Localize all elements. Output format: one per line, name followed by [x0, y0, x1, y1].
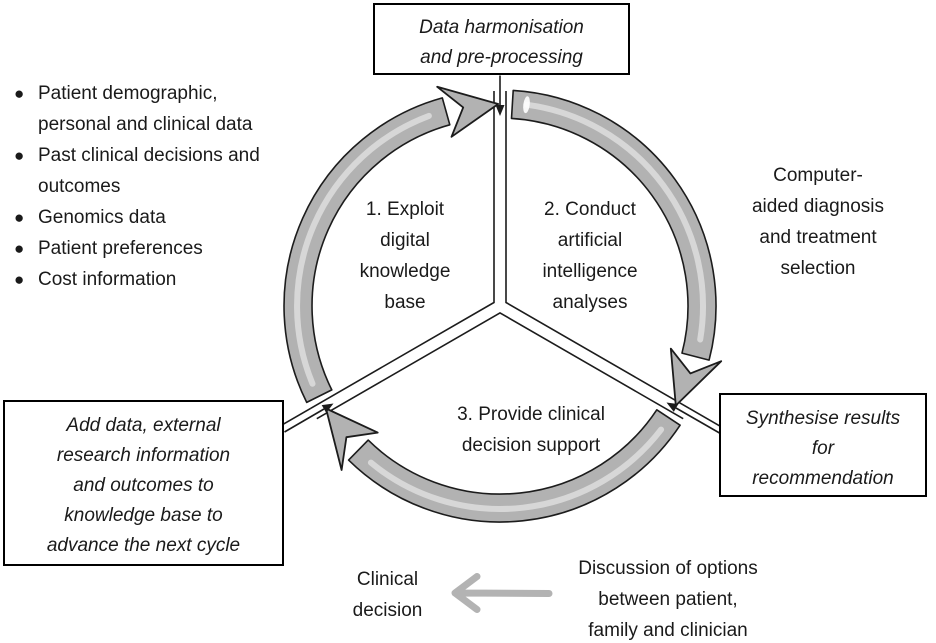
bullet-icon: ● — [14, 239, 25, 258]
segment-1-label: 1. Exploit digital knowledge base — [359, 199, 451, 313]
bullet-item-label: Cost information — [38, 269, 177, 290]
arrow-gleam-highlight — [346, 439, 360, 452]
list-item: ● Patient preferences — [10, 233, 325, 264]
bullet-item-label: Patient preferences — [38, 238, 203, 259]
clinical-decision-arrow-icon — [451, 573, 553, 613]
arrow-gleam-highlight — [686, 359, 703, 368]
bullet-icon: ● — [14, 270, 25, 289]
divider-spokes — [277, 91, 723, 428]
bullet-item-label: Genomics data — [38, 207, 166, 228]
bullet-icon: ● — [14, 208, 25, 227]
top-connector-arrow — [495, 75, 505, 116]
cycle-arrow-segment-3 — [325, 407, 681, 523]
add-data-box: Add data, external research information … — [3, 400, 284, 566]
input-data-bullet-list: ● Patient demographic, personal and clini… — [10, 78, 325, 295]
discussion-text: Discussion of options between patient, f… — [578, 558, 758, 641]
arrow-gleam-highlight — [448, 100, 457, 117]
bullet-item-label: Past clinical decisions and outcomes — [38, 145, 260, 197]
cycle-arrow-segment-1 — [283, 85, 500, 404]
left-connector-arrow — [284, 403, 334, 433]
list-item: ● Genomics data — [10, 202, 325, 233]
bullet-icon: ● — [14, 84, 25, 103]
bullet-item-label: Patient demographic, personal and clinic… — [38, 83, 253, 135]
computer-aided-text: Computer- aided diagnosis and treatment … — [751, 165, 885, 279]
cycle-arrow-segment-2 — [510, 89, 723, 407]
right-connector-arrow — [666, 402, 720, 434]
list-item: ● Cost information — [10, 264, 325, 295]
bullet-icon: ● — [14, 146, 25, 165]
synthesise-results-box: Synthesise results for recommendation — [719, 393, 927, 497]
list-item: ● Past clinical decisions and outcomes — [10, 140, 325, 202]
segment-2-label: 2. Conduct artificial intelligence analy… — [542, 199, 638, 313]
segment-3-label: 3. Provide clinical decision support — [457, 404, 605, 456]
list-item: ● Patient demographic, personal and clini… — [10, 78, 325, 140]
arrow-gleam-highlight — [523, 96, 530, 114]
clinical-decision-text: Clinical decision — [352, 569, 423, 621]
data-harmonisation-box: Data harmonisation and pre-processing — [373, 3, 630, 75]
